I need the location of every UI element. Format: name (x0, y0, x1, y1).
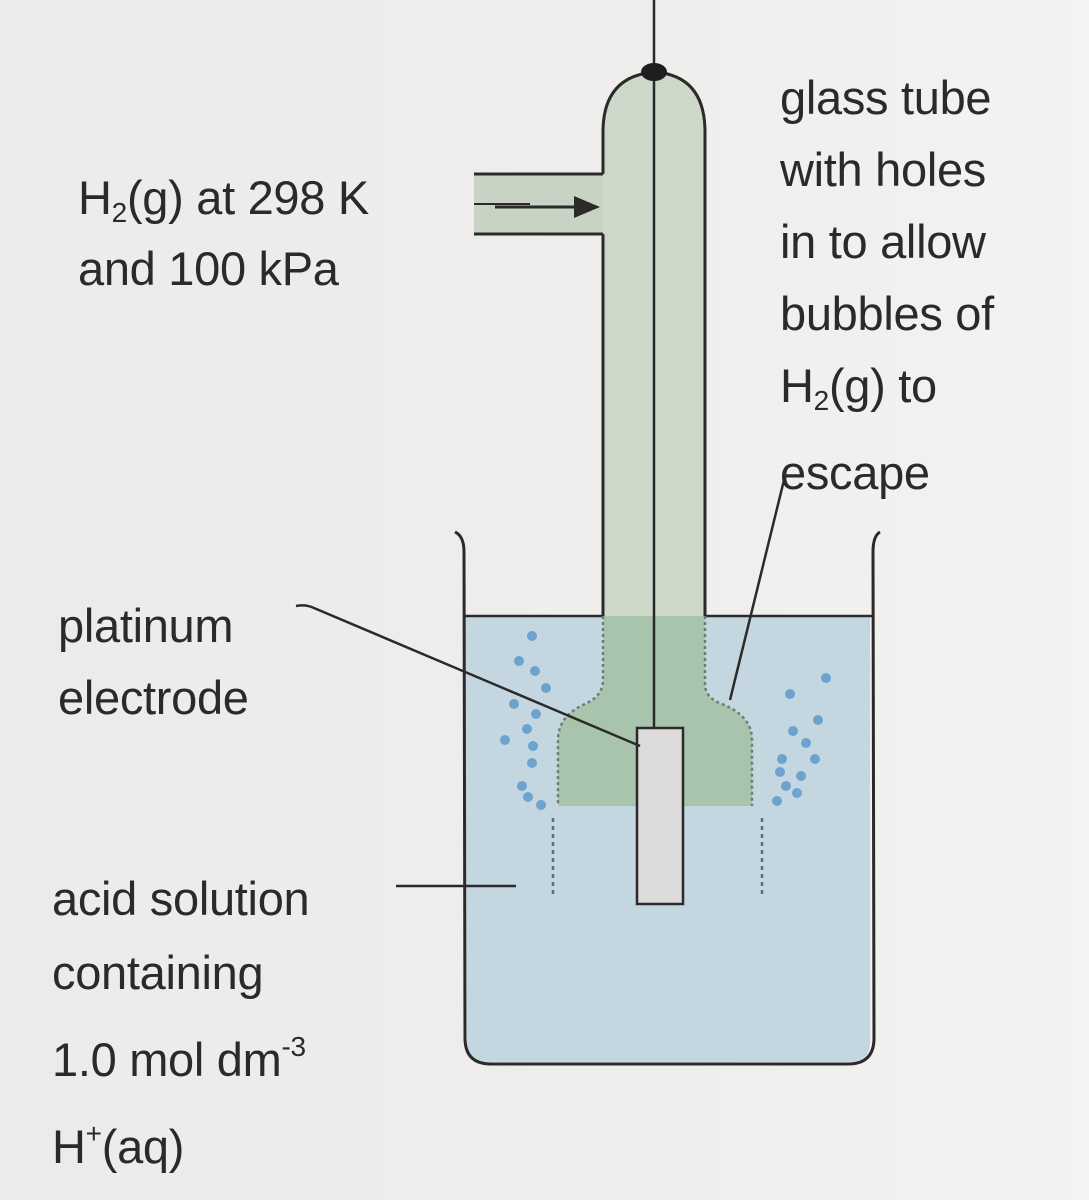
glass-tube-h2-subscript: 2 (813, 385, 830, 416)
glass-tube-line6: escape (780, 446, 930, 499)
acid-label: acid solution containing 1.0 mol dm-3 H+… (52, 862, 310, 1184)
glass-tube-h2-species: H (780, 359, 814, 412)
platinum-leader-line (295, 604, 641, 748)
glass-tube-line3: in to allow (780, 215, 986, 268)
acid-line4: H+(aq) (52, 1097, 309, 1184)
h2-inlet-label: H2(g) at 298 K and 100 kPa (78, 170, 369, 297)
h2-pressure: and 100 kPa (78, 242, 339, 295)
platinum-line2: electrode (58, 671, 249, 724)
glass-tube-line4: bubbles of (780, 287, 994, 340)
h2-subscript: 2 (111, 197, 128, 228)
acid-concentration: 1.0 mol dm (52, 1033, 282, 1086)
glass-tube-flare-right (703, 616, 754, 806)
beaker (454, 530, 881, 1066)
h2-inlet-line1: H2(g) at 298 K (78, 170, 369, 241)
acid-line1: acid solution (52, 872, 310, 925)
flow-arrow-head (574, 196, 600, 218)
glass-tube-line5: H2(g) to (780, 350, 994, 437)
h2-species: H (78, 171, 112, 224)
acid-ion-state: (aq) (101, 1120, 185, 1173)
glass-tube-flare-left (556, 616, 605, 806)
h2-conditions: (g) at 298 K (126, 171, 369, 224)
acid-line2: containing (52, 946, 264, 999)
platinum-line1: platinum (58, 599, 234, 652)
platinum-label: platinum electrode (58, 590, 249, 734)
glass-tube-h2-rest: (g) to (828, 359, 937, 412)
glass-tube-label: glass tube with holes in to allow bubble… (780, 62, 994, 509)
hydrogen-bubbles (500, 631, 831, 810)
acid-ion-species: H (52, 1120, 86, 1173)
acid-line3: 1.0 mol dm-3 (52, 1010, 309, 1097)
acid-ion-charge: + (85, 1118, 102, 1149)
platinum-electrode (635, 726, 685, 906)
glass-tube-line2: with holes (780, 143, 986, 196)
wire-seal (641, 63, 667, 81)
glass-tube-leader-line (728, 475, 787, 701)
glass-tube-line1: glass tube (780, 71, 992, 124)
acid-concentration-exponent: -3 (281, 1031, 306, 1062)
